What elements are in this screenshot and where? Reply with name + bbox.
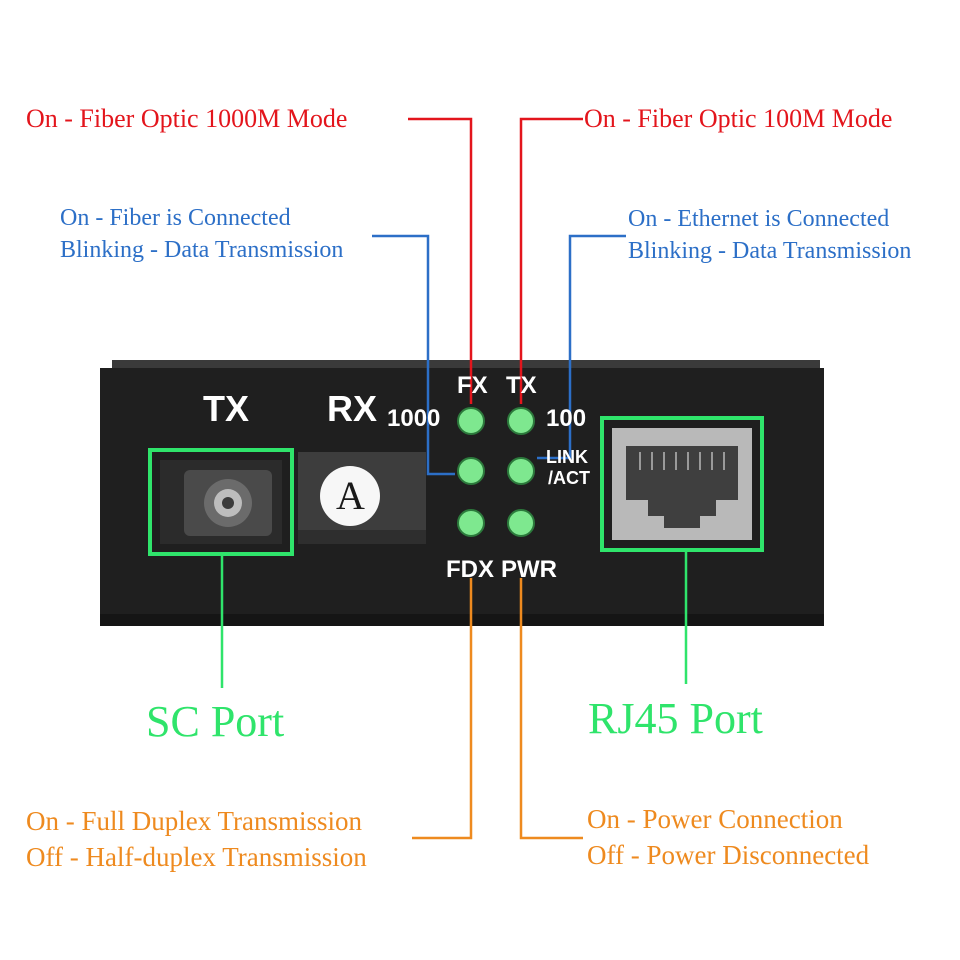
connector-fdx xyxy=(412,578,473,840)
module-letter-badge xyxy=(320,466,380,526)
led-label-pwr: PWR xyxy=(501,556,557,583)
connector-eth-link xyxy=(537,234,626,460)
rj45-port-highlight xyxy=(600,416,764,552)
led-link-act xyxy=(507,457,535,485)
rj45-port-socket xyxy=(626,446,738,528)
callout-fx-1000: On - Fiber Optic 1000M Mode xyxy=(26,104,348,133)
sc-port-fiber-core xyxy=(222,497,234,509)
callout-fiber-link: On - Fiber is Connected Blinking - Data … xyxy=(60,202,343,266)
connector-fx-100 xyxy=(519,117,583,404)
led-label-act: /ACT xyxy=(548,468,590,488)
callout-fdx: On - Full Duplex Transmission Off - Half… xyxy=(26,803,367,875)
led-tx xyxy=(507,407,535,435)
callout-eth-link-line2: Blinking - Data Transmission xyxy=(628,238,912,264)
led-label-1000: 1000 xyxy=(387,405,441,432)
callout-pwr-line1: On - Power Connection xyxy=(587,804,843,834)
connector-pwr xyxy=(519,578,583,840)
led-fiber-link xyxy=(457,457,485,485)
rx-label: RX xyxy=(327,388,378,429)
tx-label: TX xyxy=(203,388,250,429)
led-label-link: LINK xyxy=(546,447,588,467)
led-label-100: 100 xyxy=(546,405,587,432)
callout-sc-port: SC Port xyxy=(146,697,285,746)
callout-fdx-line1: On - Full Duplex Transmission xyxy=(26,806,363,836)
callout-fiber-link-line2: Blinking - Data Transmission xyxy=(60,237,344,263)
callout-fiber-link-line1: On - Fiber is Connected xyxy=(60,205,291,231)
callout-fx-100: On - Fiber Optic 100M Mode xyxy=(584,104,893,133)
led-pwr xyxy=(507,509,535,537)
callout-eth-link-line1: On - Ethernet is Connected xyxy=(628,206,890,232)
rx-module-base xyxy=(298,530,426,544)
led-label-fdx: FDX xyxy=(446,556,494,583)
device-bottom-edge xyxy=(100,614,824,626)
callout-rj45-port: RJ45 Port xyxy=(588,694,763,743)
callout-eth-link: On - Ethernet is Connected Blinking - Da… xyxy=(628,203,911,267)
rj45-port-contacts xyxy=(639,452,725,470)
led-fx xyxy=(457,407,485,435)
led-label-tx: TX xyxy=(506,372,537,399)
connector-fx-1000 xyxy=(408,117,473,404)
led-fdx xyxy=(457,509,485,537)
callout-fdx-line2: Off - Half-duplex Transmission xyxy=(26,842,367,872)
connector-fiber-link xyxy=(372,234,455,476)
callout-pwr-line2: Off - Power Disconnected xyxy=(587,840,870,870)
led-label-fx: FX xyxy=(457,372,488,399)
callout-pwr: On - Power Connection Off - Power Discon… xyxy=(587,801,869,873)
module-letter: A xyxy=(336,473,365,518)
